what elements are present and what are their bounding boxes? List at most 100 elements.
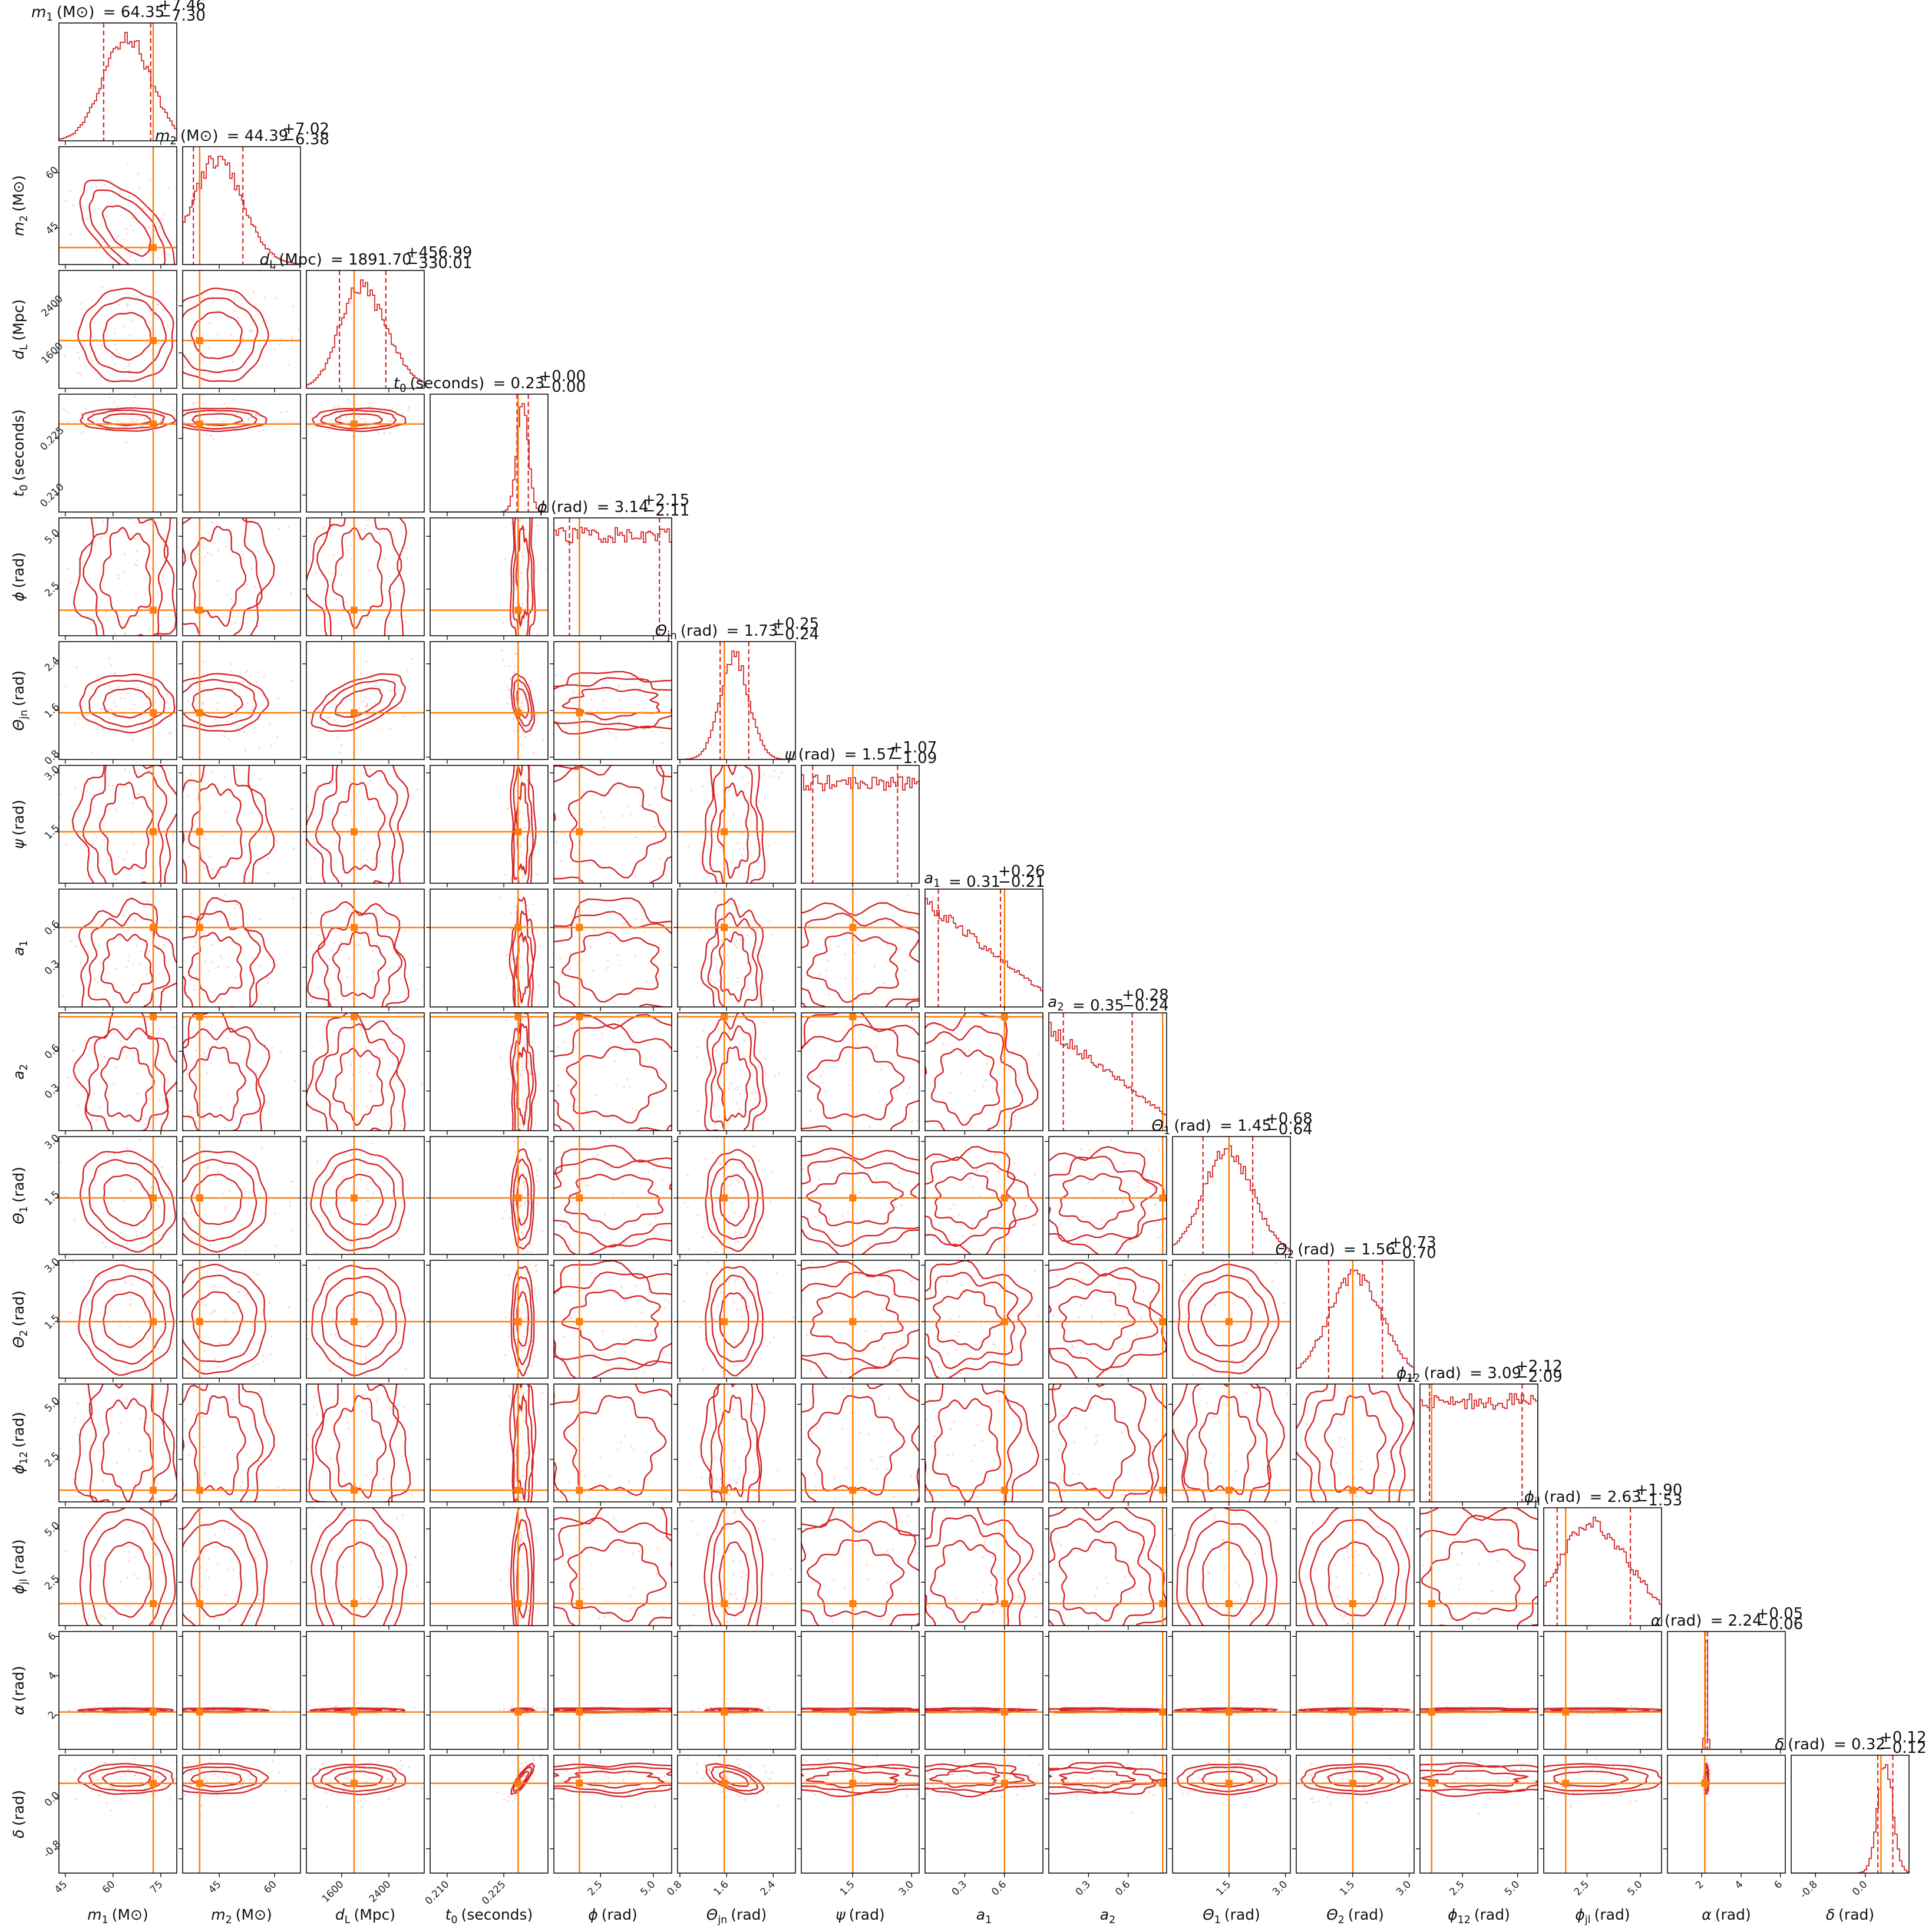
sample-point [244,1191,246,1193]
sample-point [881,1455,884,1458]
sample-point [690,789,692,791]
sample-point [192,403,194,406]
contour-level-1 [516,1046,530,1127]
sample-point [538,1158,540,1160]
sample-point [150,327,153,329]
sample-point [127,955,130,957]
sample-point [178,1191,180,1193]
sample-point [728,1088,730,1091]
sample-point [188,856,190,858]
sample-point [103,183,106,186]
sample-point [1154,1188,1156,1190]
sample-point [144,1312,146,1314]
contour-level-3 [554,1260,672,1378]
sample-point [522,875,524,878]
sample-point [124,768,126,771]
sample-point [1266,1396,1268,1398]
sample-point [835,1032,837,1034]
sample-point [431,418,432,420]
sample-point [1142,1290,1145,1293]
sample-point [949,1318,952,1320]
sample-point [366,1325,369,1327]
sample-point [397,1027,399,1029]
sample-point [74,724,76,726]
sample-point [221,957,223,959]
sample-point [520,701,523,703]
sample-point [701,691,703,692]
contour-panel-1-6 [179,760,301,887]
sample-point [407,1309,409,1311]
sample-point [734,1235,735,1237]
sample-point [734,1211,736,1214]
sample-point [232,1243,235,1246]
sample-point [956,1335,959,1337]
sample-point [309,932,311,934]
sample-point [113,617,115,620]
sample-point [384,558,386,560]
sample-point [897,1182,900,1184]
sample-point [771,1557,772,1558]
sample-point [168,967,170,969]
sample-point [283,965,285,967]
sample-point [1134,1494,1136,1497]
sample-point [291,679,293,682]
sample-point [55,423,57,425]
sample-point [1097,1434,1099,1436]
sample-point [508,1396,511,1399]
sample-point [504,558,507,560]
sample-point [964,1561,966,1563]
sample-point [351,1308,354,1310]
sample-point [1184,1203,1185,1205]
sample-point [529,1073,532,1075]
contour-level-1 [101,204,151,257]
sample-point [1106,1312,1108,1313]
sample-point [953,1406,955,1408]
sample-point [910,1370,911,1372]
sample-point [397,1237,400,1240]
sample-point [92,417,94,419]
truth-marker [514,1194,522,1202]
sample-point [781,1325,782,1326]
sample-point [349,1536,351,1538]
sample-point [943,1356,944,1358]
sample-point [508,996,510,998]
sample-point [126,1242,128,1245]
sample-point [959,1241,961,1243]
sample-point [709,978,711,980]
sample-point [868,1433,870,1435]
sample-point [535,1121,537,1122]
sample-point [1075,1415,1077,1417]
contour-level-1 [190,526,247,627]
contour-panel-1-8 [179,1012,301,1135]
sample-point [196,329,198,332]
sample-point [521,551,524,554]
sample-point [133,1573,135,1576]
sample-point [692,784,693,786]
sample-point [711,691,712,693]
sample-point [746,1071,748,1073]
sample-point [157,341,160,344]
sample-point [360,418,363,421]
sample-point [518,1010,520,1012]
sample-point [327,1009,329,1010]
sample-point [220,638,222,639]
sample-point [521,1066,523,1068]
sample-point [999,1223,1002,1225]
sample-point [195,1043,197,1045]
sample-point [457,743,458,745]
sample-point [251,1190,253,1193]
sample-point [123,367,126,369]
truth-marker [351,420,358,428]
truth-marker [721,1194,728,1202]
sample-point [1179,1290,1181,1292]
sample-point [690,963,692,965]
sample-point [279,879,281,881]
sample-point [100,537,102,539]
sample-point [660,730,662,732]
sample-point [245,760,246,762]
sample-point [96,1234,98,1237]
sample-point [226,933,227,935]
sample-point [298,650,299,652]
sample-point [1013,1091,1016,1094]
contour-panel-1-12 [179,1507,301,1630]
